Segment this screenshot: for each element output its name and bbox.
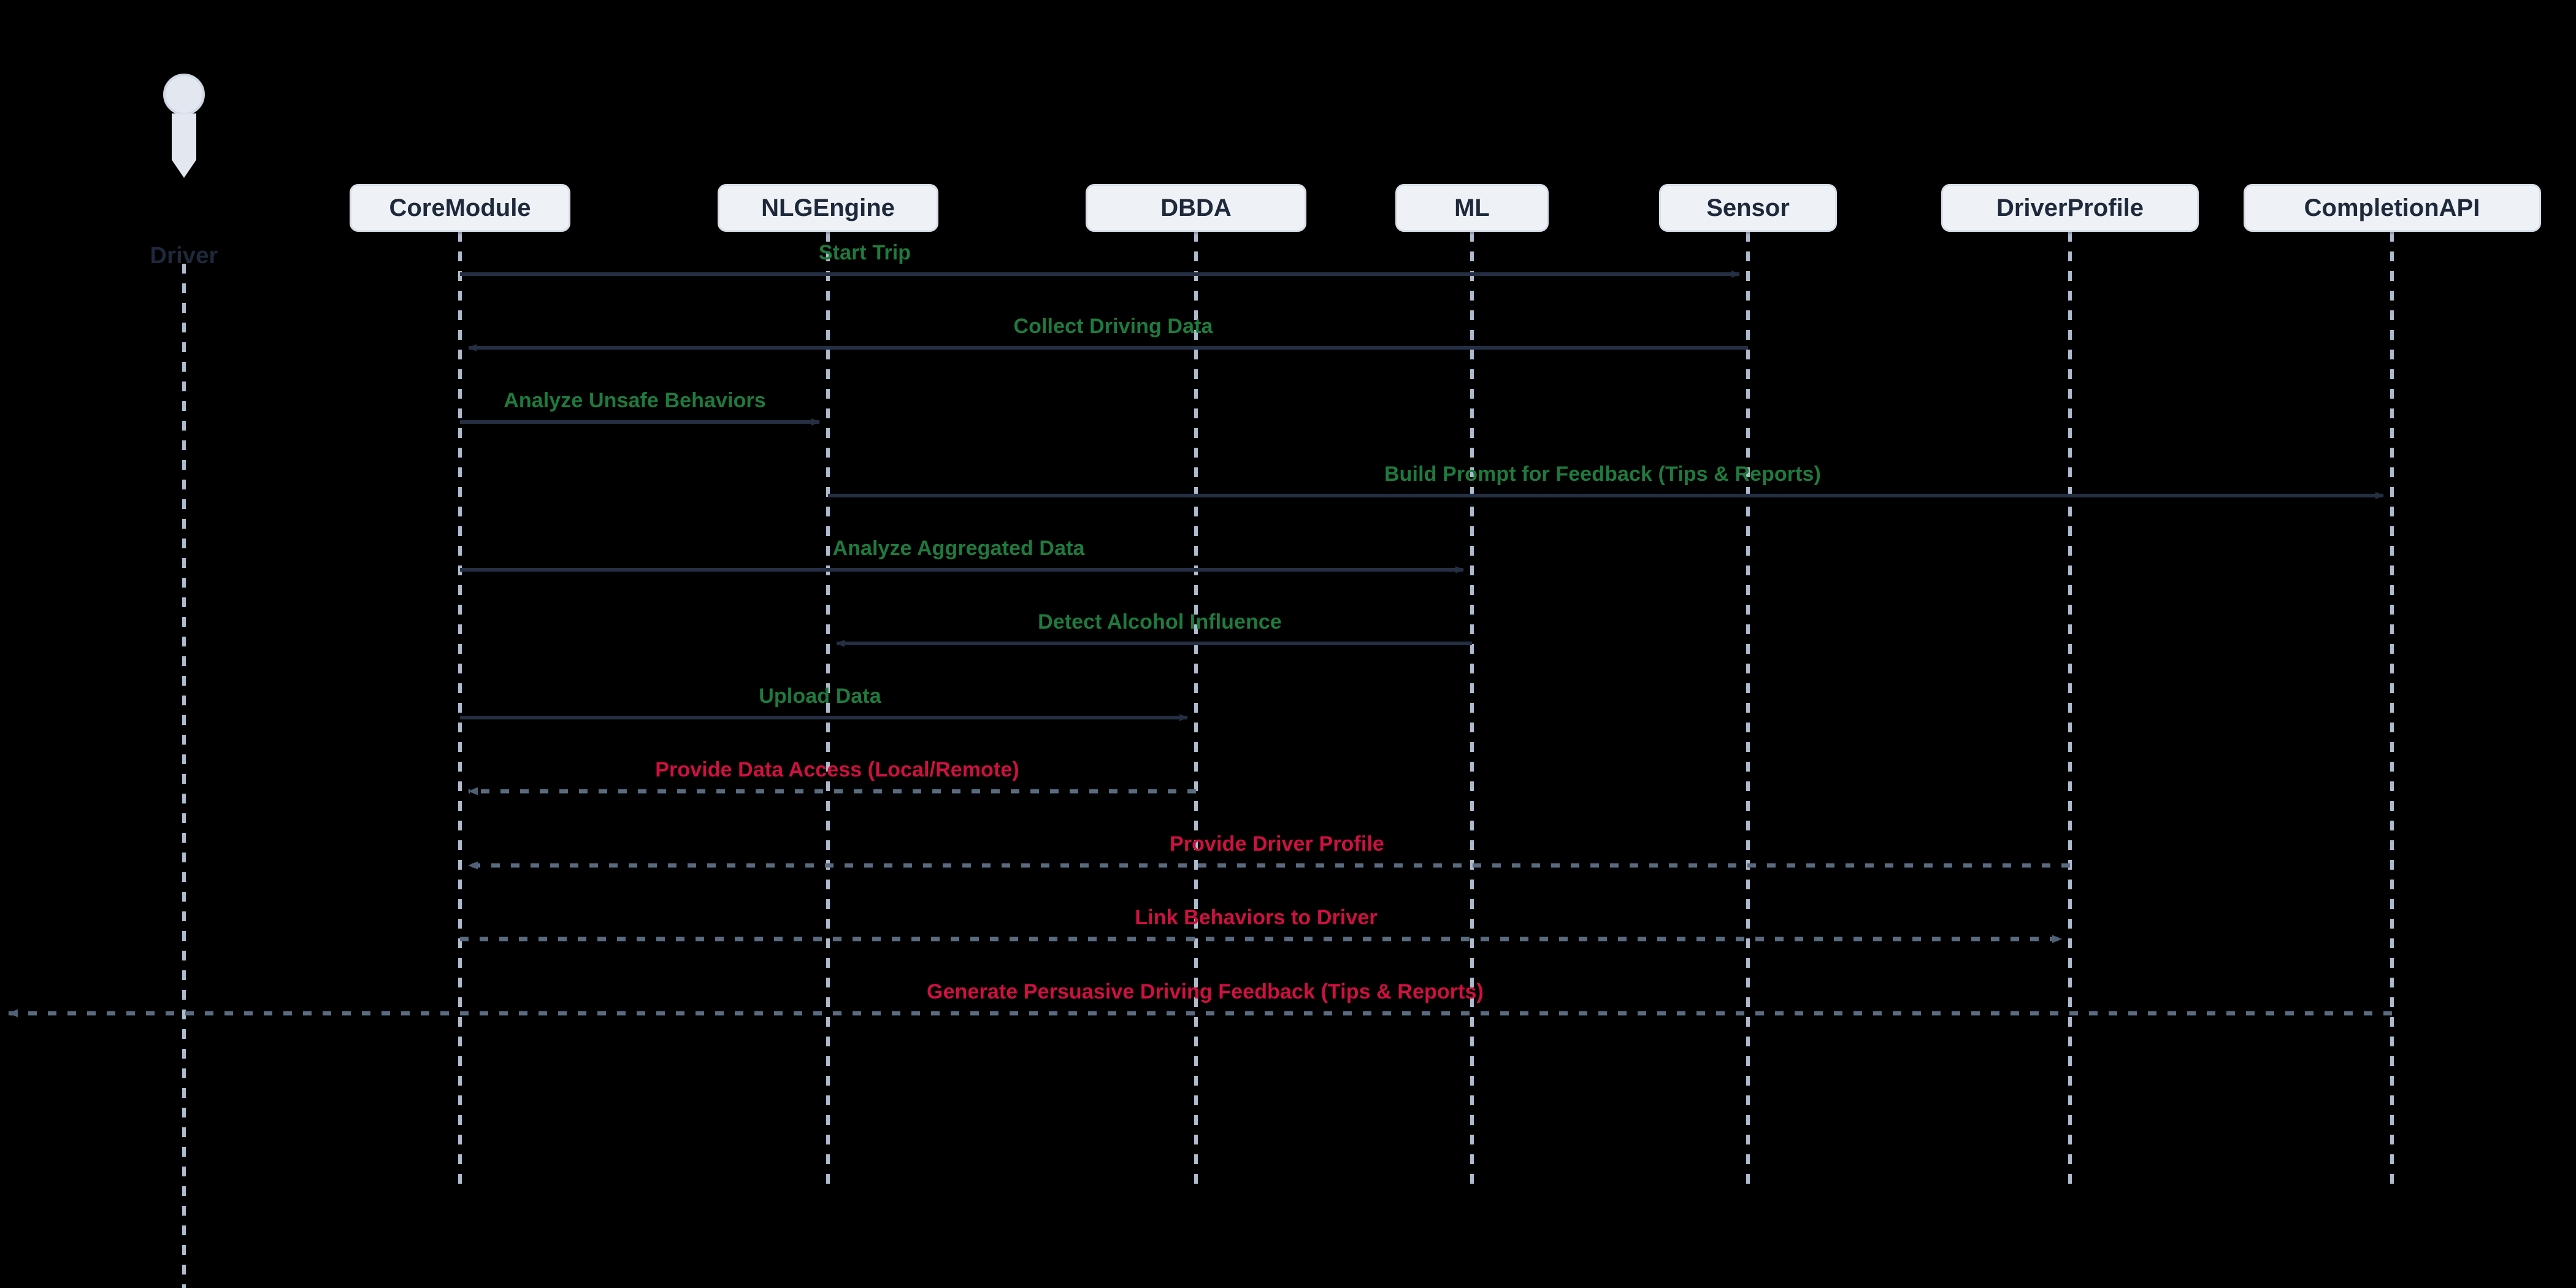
participant-label: CoreModule [389, 194, 531, 221]
participant-box-completionapi[interactable]: CompletionAPI [2243, 184, 2541, 232]
message-label-9: Provide Driver Profile [1170, 832, 1384, 856]
lifelines-group [182, 232, 2394, 1288]
message-label-7: Upload Data [759, 684, 881, 708]
participant-box-sensor[interactable]: Sensor [1659, 184, 1837, 232]
participant-box-ml[interactable]: ML [1395, 184, 1549, 232]
message-label-4: Build Prompt for Feedback (Tips & Report… [1384, 462, 1821, 486]
participant-label: CompletionAPI [2304, 194, 2480, 221]
participant-box-coremodule[interactable]: CoreModule [350, 184, 570, 232]
message-label-6: Detect Alcohol Influence [1038, 610, 1282, 634]
participant-box-driverprofile[interactable]: DriverProfile [1941, 184, 2199, 232]
participant-box-nlgengine[interactable]: NLGEngine [718, 184, 938, 232]
participant-label: DriverProfile [1996, 194, 2144, 221]
participant-box-dbda[interactable]: DBDA [1086, 184, 1306, 232]
participant-label: DBDA [1160, 194, 1232, 221]
message-arrows-group [8, 270, 2392, 1018]
actor-head-icon [163, 74, 205, 115]
participant-label: Sensor [1706, 194, 1790, 221]
message-label-1: Start Trip [818, 241, 911, 264]
message-label-11: Generate Persuasive Driving Feedback (Ti… [927, 980, 1484, 1003]
message-label-2: Collect Driving Data [1013, 315, 1213, 338]
message-label-5: Analyze Aggregated Data [832, 537, 1085, 560]
actor-label: Driver [150, 243, 218, 269]
message-label-8: Provide Data Access (Local/Remote) [655, 758, 1019, 781]
participant-label: ML [1454, 194, 1490, 221]
message-label-10: Link Behaviors to Driver [1135, 906, 1378, 929]
message-label-3: Analyze Unsafe Behaviors [504, 389, 766, 412]
participant-label: NLGEngine [761, 194, 895, 221]
